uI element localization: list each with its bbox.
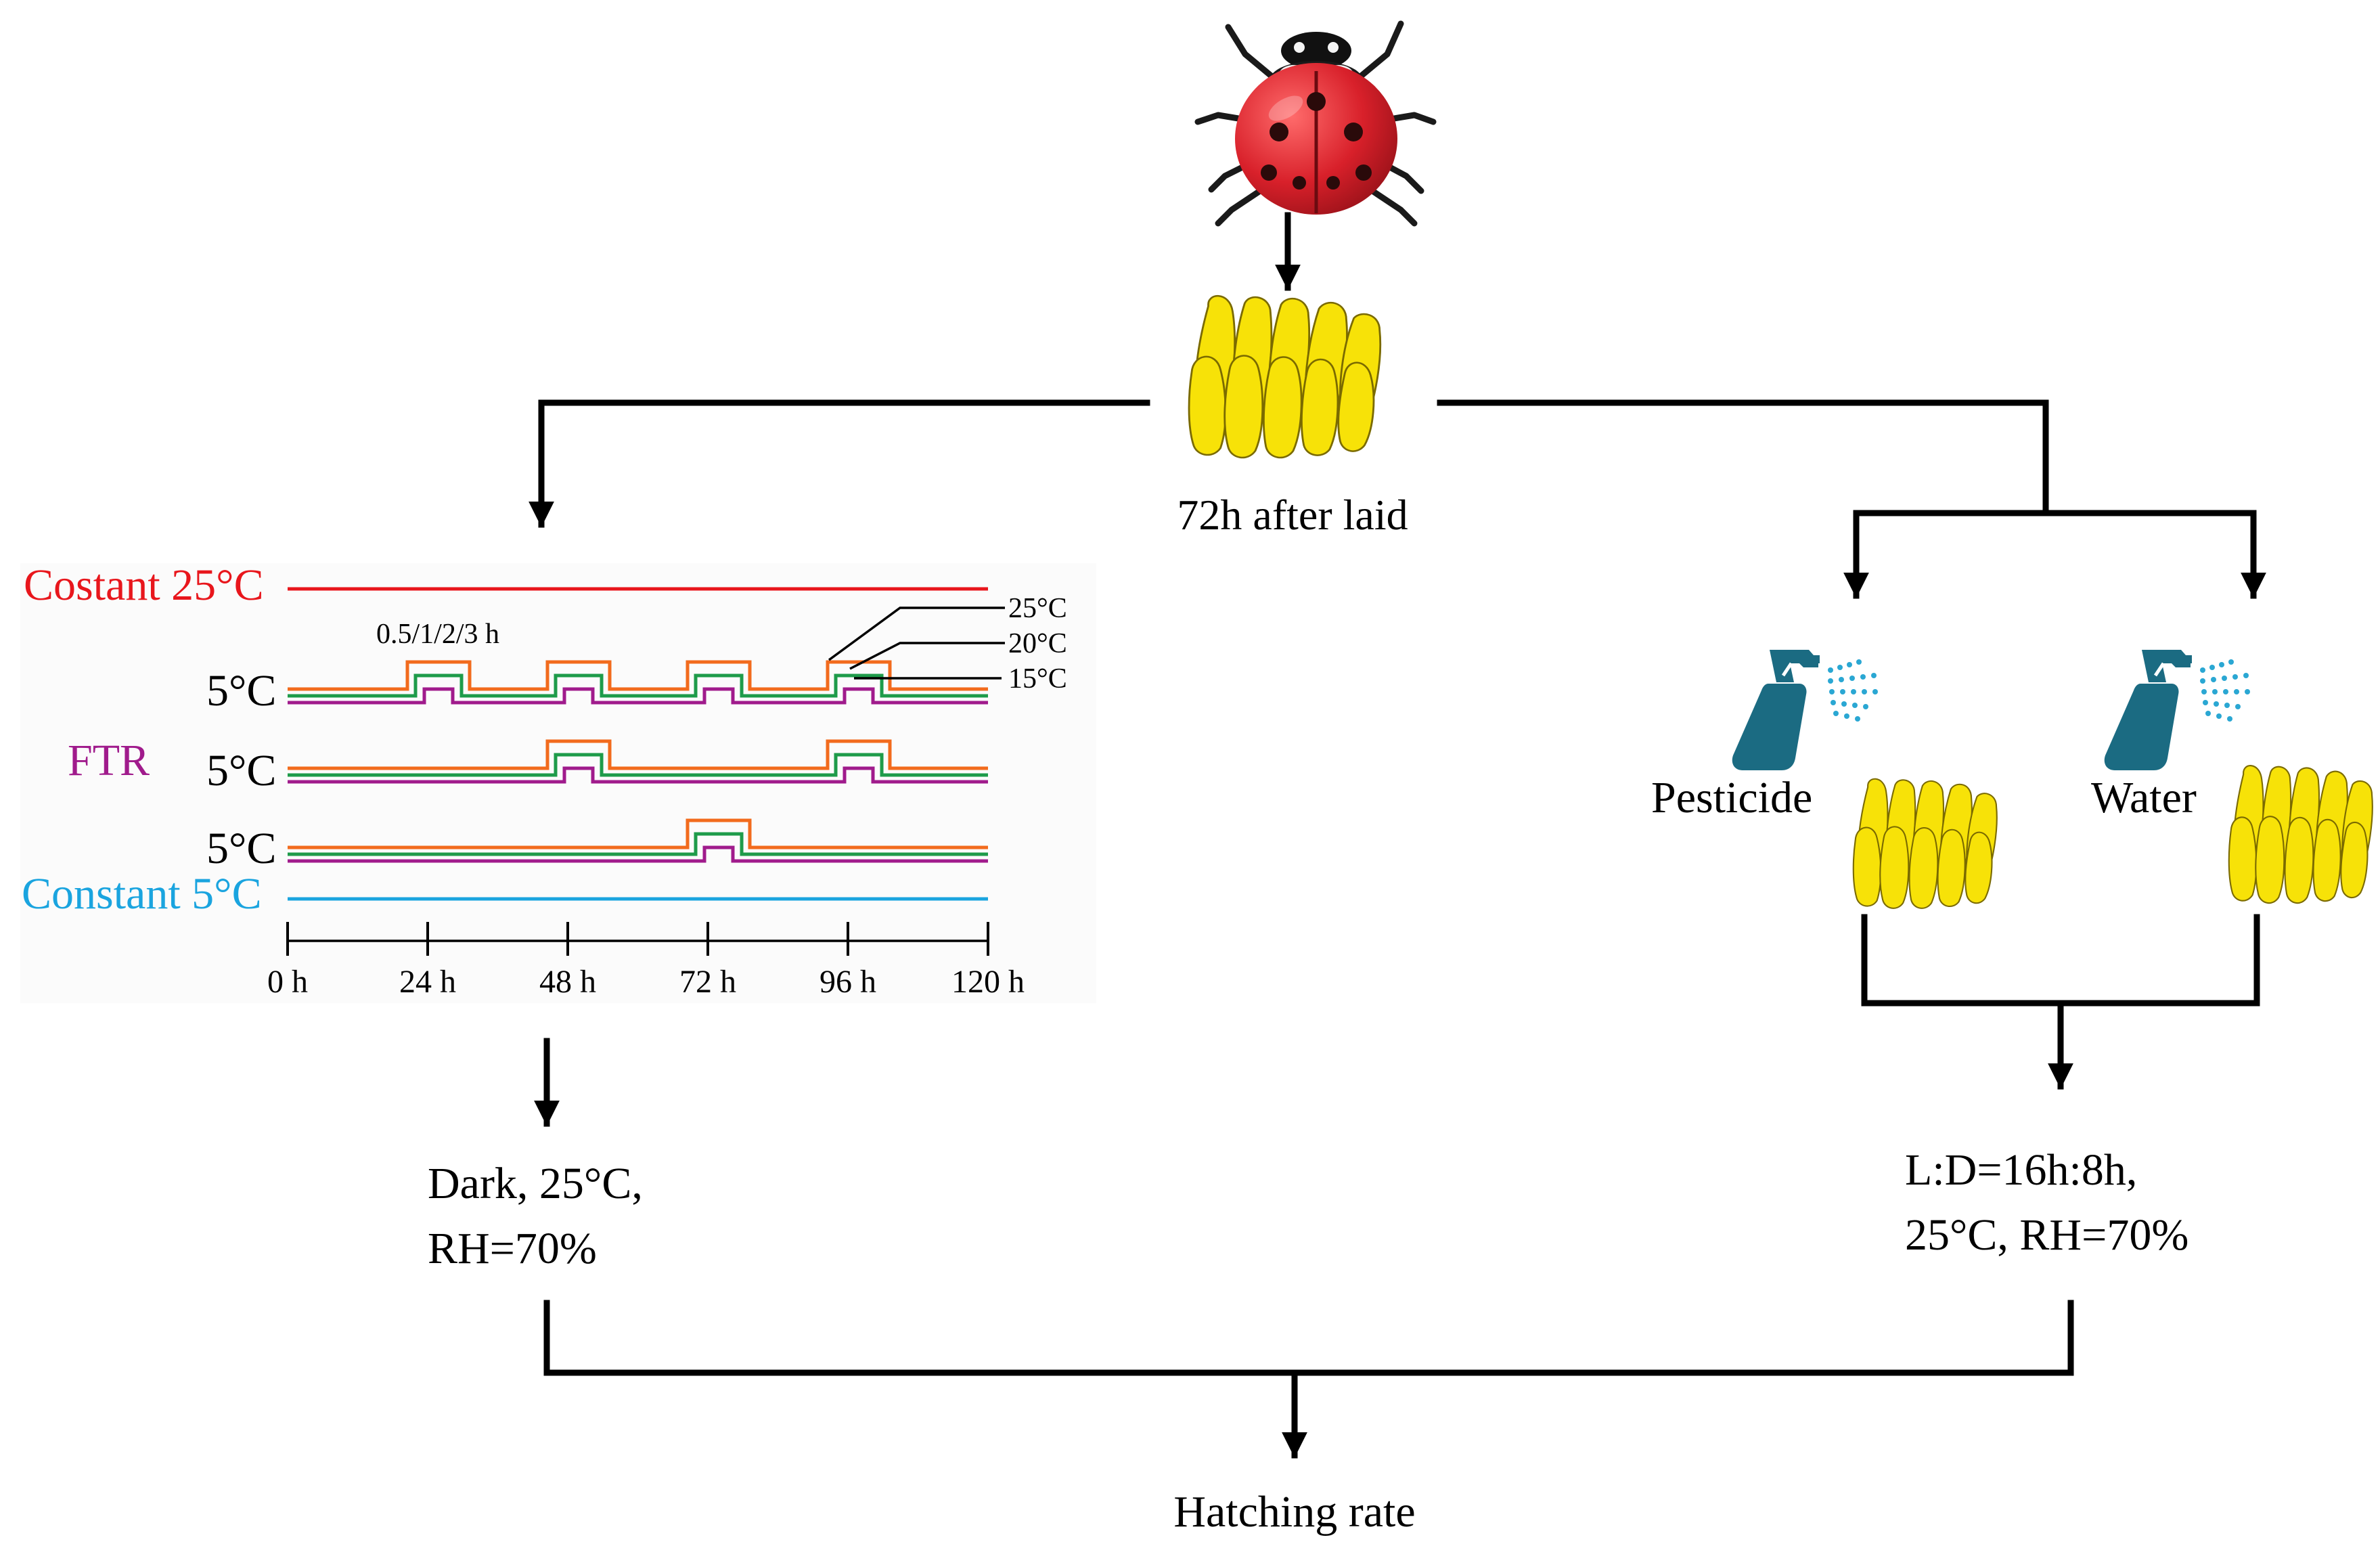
right-condition-line2: 25°C, RH=70% <box>1905 1210 2188 1260</box>
peak-label-20: 20°C <box>1008 628 1067 659</box>
egg-caption: 72h after laid <box>1177 491 1408 539</box>
axis-tick-label: 48 h <box>539 964 596 1000</box>
axis-tick-label: 72 h <box>679 964 736 1000</box>
thermal-regime-panel: Costant 25°C 0.5/1/2/3 h 25°C 20°C 15°C … <box>20 560 1096 1003</box>
egg-cluster-icon <box>2228 765 2373 904</box>
time-axis: 0 h 24 h 48 h 72 h 96 h 120 h <box>267 922 1025 1000</box>
axis-tick-label: 0 h <box>267 964 308 1000</box>
constant-25-label: Costant 25°C <box>24 560 264 610</box>
peak-label-25: 25°C <box>1008 593 1067 624</box>
left-condition-line2: RH=70% <box>428 1224 597 1273</box>
trace-25c-row-2 <box>288 739 988 770</box>
peak-label-15: 15°C <box>1008 663 1067 694</box>
trace-25c-row-3 <box>288 818 988 849</box>
trace-25c-row-1 <box>288 660 988 691</box>
left-condition-line1: Dark, 25°C, <box>428 1159 643 1208</box>
ladybug-icon <box>1194 20 1437 227</box>
branch-left-connector <box>529 399 1150 528</box>
ftr-row-1 <box>288 660 988 705</box>
ftr-row-2 <box>288 739 988 784</box>
axis-tick-label: 96 h <box>819 964 876 1000</box>
trace-20c-row-1 <box>288 673 988 698</box>
spray-mist-icon <box>2200 659 2250 722</box>
pesticide-label: Pesticide <box>1651 773 1812 822</box>
egg-cluster-icon <box>1188 294 1382 459</box>
row3-base-label: 5°C <box>206 824 276 873</box>
trace-15c-row-2 <box>288 766 988 784</box>
ftr-label: FTR <box>68 736 150 785</box>
axis-tick-label: 120 h <box>951 964 1025 1000</box>
spray-mist-icon <box>1828 659 1878 722</box>
water-treatment: Water <box>2091 650 2373 904</box>
water-label: Water <box>2091 773 2197 822</box>
hatching-rate-label: Hatching rate <box>1173 1487 1415 1537</box>
trace-20c-row-3 <box>288 832 988 856</box>
right-condition-line1: L:D=16h:8h, <box>1905 1145 2137 1195</box>
spray-bottle-icon <box>2105 650 2192 770</box>
temperature-callouts: 25°C 20°C 15°C <box>828 593 1067 694</box>
time-axis-ticks: 0 h 24 h 48 h 72 h 96 h 120 h <box>267 922 1025 1000</box>
ftr-trace-rows <box>288 660 988 863</box>
row1-base-label: 5°C <box>206 666 276 715</box>
trace-15c-row-1 <box>288 687 988 705</box>
pesticide-treatment: Pesticide <box>1651 650 1998 909</box>
callout-leader-20 <box>849 642 1005 670</box>
egg-cluster-icon <box>1852 778 1998 909</box>
trace-15c-row-3 <box>288 845 988 863</box>
trace-20c-row-2 <box>288 753 988 777</box>
callout-leader-25 <box>828 606 1005 661</box>
axis-tick-label: 24 h <box>399 964 456 1000</box>
constant-5-label: Constant 5°C <box>22 869 262 919</box>
spray-bottle-icon <box>1732 650 1820 770</box>
row2-base-label: 5°C <box>206 746 276 795</box>
treatments-merge-connector <box>1861 914 2260 1007</box>
final-merge-connector <box>543 1300 2074 1376</box>
duration-label: 0.5/1/2/3 h <box>376 619 499 650</box>
branch-right-connector <box>1437 399 2049 514</box>
ftr-row-3 <box>288 818 988 863</box>
